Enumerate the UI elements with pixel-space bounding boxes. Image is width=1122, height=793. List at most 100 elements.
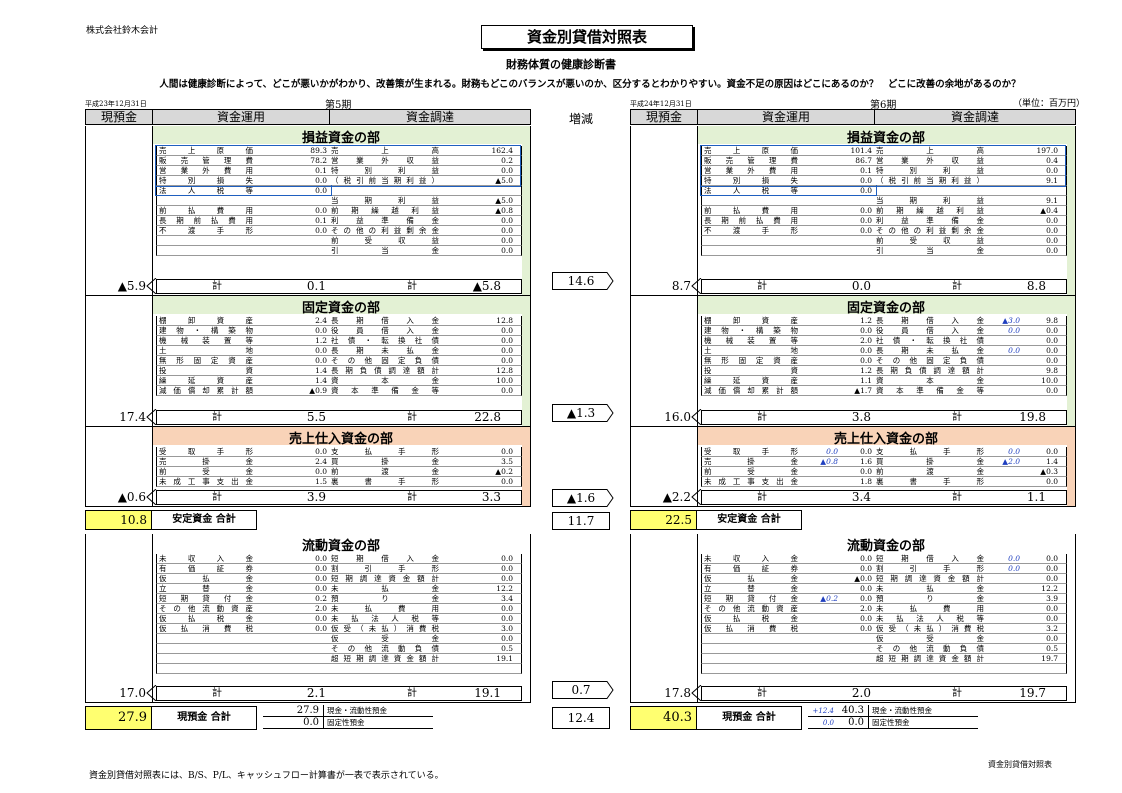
- source-label: 前渡金: [331, 467, 439, 476]
- period-date: 平成23年12月31日: [85, 100, 147, 108]
- use-label: 営業外費用: [159, 166, 253, 175]
- use-label: 未収入金: [159, 554, 253, 563]
- source-label: 資本準備金等: [331, 386, 439, 395]
- source-label: 短期借入金: [876, 554, 984, 563]
- total-label: 計: [212, 492, 222, 503]
- source-label: 特別利益: [876, 166, 984, 175]
- use-value: 1.5: [315, 477, 327, 486]
- use-label: [159, 634, 253, 644]
- stable-label: 安定資金 合計: [172, 514, 236, 525]
- section-band: [152, 296, 530, 314]
- source-value: 12.8: [496, 316, 513, 325]
- use-label: 土地: [159, 346, 253, 355]
- use-value: 0.0: [860, 614, 872, 623]
- source-value: 0.0: [501, 477, 513, 486]
- total-label2: 計: [952, 688, 962, 699]
- use-value: 0.0: [315, 624, 327, 633]
- source-value: 162.4: [491, 146, 513, 155]
- total-label2: 計: [952, 281, 962, 292]
- source-value: 0.0: [501, 356, 513, 365]
- use-label: 受取手形: [159, 447, 253, 456]
- source-label: （税引前当期利益）: [331, 176, 439, 185]
- source-label: 長期負債調達額計: [331, 366, 439, 375]
- use-label: 受取手形: [704, 447, 798, 456]
- period-label: 第5期: [325, 100, 352, 111]
- source-note: ▲3.0: [1002, 316, 1020, 325]
- total-source: 19.1: [474, 686, 501, 700]
- use-label: 売掛金: [159, 457, 253, 466]
- use-value: 0.2: [315, 594, 327, 603]
- source-label: 長期未払金: [331, 346, 439, 355]
- source-value: 0.0: [501, 564, 513, 573]
- source-label: 支払手形: [331, 447, 439, 456]
- source-value: 0.0: [1046, 574, 1058, 583]
- use-value: 1.4: [315, 366, 327, 375]
- cash-note: +12.4: [812, 707, 834, 715]
- use-value: 0.0: [860, 624, 872, 633]
- use-label: [704, 664, 798, 674]
- total-frame: [701, 279, 1067, 294]
- doc-title: 資金別貸借対照表: [481, 25, 693, 49]
- source-value: 0.0: [501, 447, 513, 456]
- use-value: 0.0: [315, 564, 327, 573]
- total-arrow-icon: [146, 489, 157, 505]
- use-value: 1.8: [860, 477, 872, 486]
- use-value: 0.0: [315, 356, 327, 365]
- use-label: その他流動資産: [159, 604, 253, 613]
- use-label: 仮払消費税: [704, 624, 798, 633]
- source-label: 前受収益: [876, 236, 984, 245]
- divider: [697, 445, 698, 506]
- use-value: 0.0: [315, 206, 327, 215]
- use-label: 投資: [159, 366, 253, 375]
- use-value: ▲0.9: [309, 386, 327, 395]
- use-note: ▲0.2: [820, 594, 838, 603]
- source-value: 3.4: [501, 594, 513, 603]
- row: 超短期調達資金額計 19.1: [156, 654, 522, 664]
- source-value: 0.0: [1046, 346, 1058, 355]
- total-label2: 計: [407, 492, 417, 503]
- source-label: 前期繰越利益: [331, 206, 439, 215]
- source-value: 0.5: [501, 644, 513, 653]
- section-title: 売上仕入資金の部: [288, 432, 393, 447]
- use-value: 1.1: [860, 376, 872, 385]
- source-value: 0.0: [501, 346, 513, 355]
- use-label: 長期前払費用: [704, 216, 798, 225]
- source-value: 0.5: [1046, 644, 1058, 653]
- source-label: [331, 664, 439, 674]
- source-value: 19.1: [496, 654, 513, 663]
- source-label: 支払手形: [876, 447, 984, 456]
- source-label: その他流動負債: [876, 644, 984, 653]
- use-label: 営業外費用: [704, 166, 798, 175]
- use-label: 繰延資産: [704, 376, 798, 385]
- period-label: 第6期: [870, 100, 897, 111]
- row: [701, 664, 1067, 674]
- use-value: 0.1: [860, 166, 872, 175]
- header-row: 現預金資金運用資金調達: [630, 109, 1076, 125]
- source-label: 前受収益: [331, 236, 439, 245]
- use-value: 0.0: [860, 554, 872, 563]
- total-arrow-icon: [691, 409, 702, 425]
- total-cash: 8.7: [671, 279, 691, 293]
- source-label: 超短期調達資金額計: [331, 654, 439, 663]
- use-value: 1.2: [860, 316, 872, 325]
- source-label: 引当金: [876, 246, 984, 255]
- use-value: 0.0: [860, 216, 872, 225]
- use-label: 前受金: [159, 467, 253, 476]
- source-label: 特別利益: [331, 166, 439, 175]
